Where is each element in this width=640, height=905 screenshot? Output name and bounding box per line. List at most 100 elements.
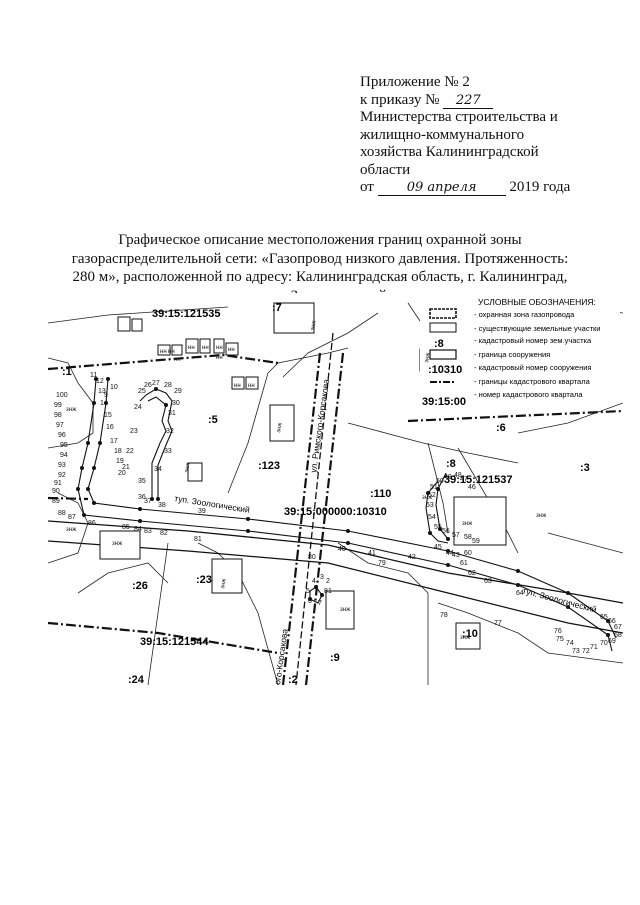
boundary-point-label: 81 — [194, 536, 202, 543]
appendix-header: Приложение № 2 к приказу № 227 Министерс… — [360, 74, 620, 197]
boundary-point-label: 82 — [160, 530, 168, 537]
boundary-point-label: 86 — [88, 520, 96, 527]
parcel-label-6: :6 — [496, 422, 506, 434]
boundary-point-label: 85 — [122, 524, 130, 531]
boundary-point-label: 62 — [468, 570, 476, 577]
boundary-point-label: 92 — [58, 472, 66, 479]
boundary-point-label: 98 — [54, 412, 62, 419]
boundary-point-label: 13 — [98, 388, 106, 395]
building-marks: знж знж знж знж знж знж знж знж знж знж … — [66, 320, 546, 641]
parcel-label-8: :8 — [446, 458, 456, 470]
boundary-point-label: 39 — [198, 508, 206, 515]
boundary-point-label: 55 — [434, 524, 442, 531]
boundary-point-label: 73 — [572, 648, 580, 655]
boundary-point-label: 18 — [114, 448, 122, 455]
boundary-point-label: 25 — [138, 388, 146, 395]
boundary-point-label: 93 — [58, 462, 66, 469]
building-mark: нн — [216, 355, 223, 361]
boundary-point-label: 24 — [134, 404, 142, 411]
quarter-label-121537: 39:15:121537 — [444, 474, 513, 486]
legend-sample-structure-number: :10310 — [428, 364, 462, 376]
boundary-point-label: 8 — [324, 588, 328, 595]
boundary-point-label: 22 — [126, 448, 134, 455]
boundary-point-label: 32 — [166, 428, 174, 435]
order-date: от 09 апреля 2019 года — [360, 179, 620, 197]
boundary-point-label: 37 — [144, 498, 152, 505]
parcel-label-7: :7 — [272, 302, 282, 314]
boundary-point-label: 40 — [338, 546, 346, 553]
boundary-point-label: 47 — [460, 476, 468, 483]
boundary-point-label: 88 — [58, 510, 66, 517]
boundary-point-label: 51 — [430, 484, 438, 491]
boundary-point-label: 99 — [54, 402, 62, 409]
boundary-point-label: 41 — [368, 550, 376, 557]
legend-sample-quarter-number: 39:15:00 — [422, 396, 466, 408]
boundary-point-label: 44 — [446, 550, 454, 557]
boundary-point-label: 28 — [164, 382, 172, 389]
boundary-point-label: 70 — [600, 640, 608, 647]
boundary-point-label: 3 — [320, 574, 324, 581]
building-mark: нн — [234, 383, 241, 389]
order-reference: к приказу № 227 — [360, 92, 620, 110]
boundary-point-label: 9 — [104, 392, 108, 399]
boundary-point-label: 83 — [144, 528, 152, 535]
boundary-point-label: 29 — [174, 388, 182, 395]
boundary-point-label: 90 — [52, 488, 60, 495]
boundary-point-label: 35 — [138, 478, 146, 485]
boundary-point-label: 21 — [122, 464, 130, 471]
boundary-point-label: 91 — [54, 480, 62, 487]
legend-item-gas-zone: - охранная зона газопровода — [474, 310, 575, 319]
boundary-point-label: 43 — [452, 552, 460, 559]
boundary-point-label: 64 — [516, 590, 524, 597]
boundary-point-label: 1 — [328, 588, 332, 595]
boundary-point-label: 65 — [600, 614, 608, 621]
legend-sample-parcel-number: :8 — [434, 338, 444, 350]
parcel-label-3: :3 — [580, 462, 590, 474]
legend-item-structure-border: - граница сооружения — [474, 350, 550, 359]
boundary-point-label: 60 — [464, 550, 472, 557]
boundary-point-label: 67 — [614, 624, 622, 631]
building-mark: знж — [310, 320, 318, 331]
building-mark: знж — [340, 607, 350, 613]
parcel-label-110: :110 — [370, 488, 391, 500]
boundary-point-label: 20 — [118, 470, 126, 477]
boundary-point-label: 50 — [436, 478, 444, 485]
legend-item-quarter-border: - границы кадастрового квартала — [474, 377, 591, 386]
boundary-point-label: 2 — [326, 578, 330, 585]
quarter-label-121544: 39:15:121544 — [140, 636, 209, 648]
boundary-point-label: 96 — [58, 432, 66, 439]
boundary-point-label: 19 — [116, 458, 124, 465]
date-prefix: от — [360, 179, 374, 195]
order-prefix: к приказу № — [360, 91, 440, 108]
building-mark: знж — [66, 407, 76, 413]
boundary-point-label: 34 — [154, 466, 162, 473]
legend-item-structure-number: - кадастровый номер сооружения — [474, 363, 592, 372]
building-mark: знж — [424, 352, 432, 363]
date-handwritten: 09 апреля — [377, 181, 506, 196]
boundary-point-label: 69 — [608, 638, 616, 645]
parcel-label-1: :1 — [62, 366, 72, 378]
boundary-point-label: 12 — [96, 378, 104, 385]
boundary-point-label: 57 — [452, 532, 460, 539]
boundary-point-label: 15 — [104, 412, 112, 419]
building-mark: знж — [460, 635, 470, 641]
building-mark: знж — [112, 541, 122, 547]
map-legend: УСЛОВНЫЕ ОБОЗНАЧЕНИЯ: - охранная зона га… — [420, 295, 620, 408]
title-line-3: 280 м», расположенной по адресу: Калинин… — [72, 269, 568, 285]
boundary-point-label: 33 — [164, 448, 172, 455]
boundary-point-label: 46 — [468, 484, 476, 491]
boundary-point-label: 58 — [464, 534, 472, 541]
boundary-point-label: 53 — [426, 502, 434, 509]
building-mark: нн — [228, 347, 235, 353]
building-mark: нн — [216, 345, 223, 351]
building-mark: нн — [202, 345, 209, 351]
parcel-label-23: :23 — [196, 574, 212, 586]
building-mark: знж — [220, 578, 228, 589]
building-mark: нн — [188, 345, 195, 351]
boundary-point-label: 38 — [158, 502, 166, 509]
boundary-point-label: 5 — [306, 588, 310, 595]
boundary-point-label: 87 — [68, 514, 76, 521]
boundary-point-label: 84 — [134, 526, 142, 533]
boundary-point-label: 23 — [130, 428, 138, 435]
